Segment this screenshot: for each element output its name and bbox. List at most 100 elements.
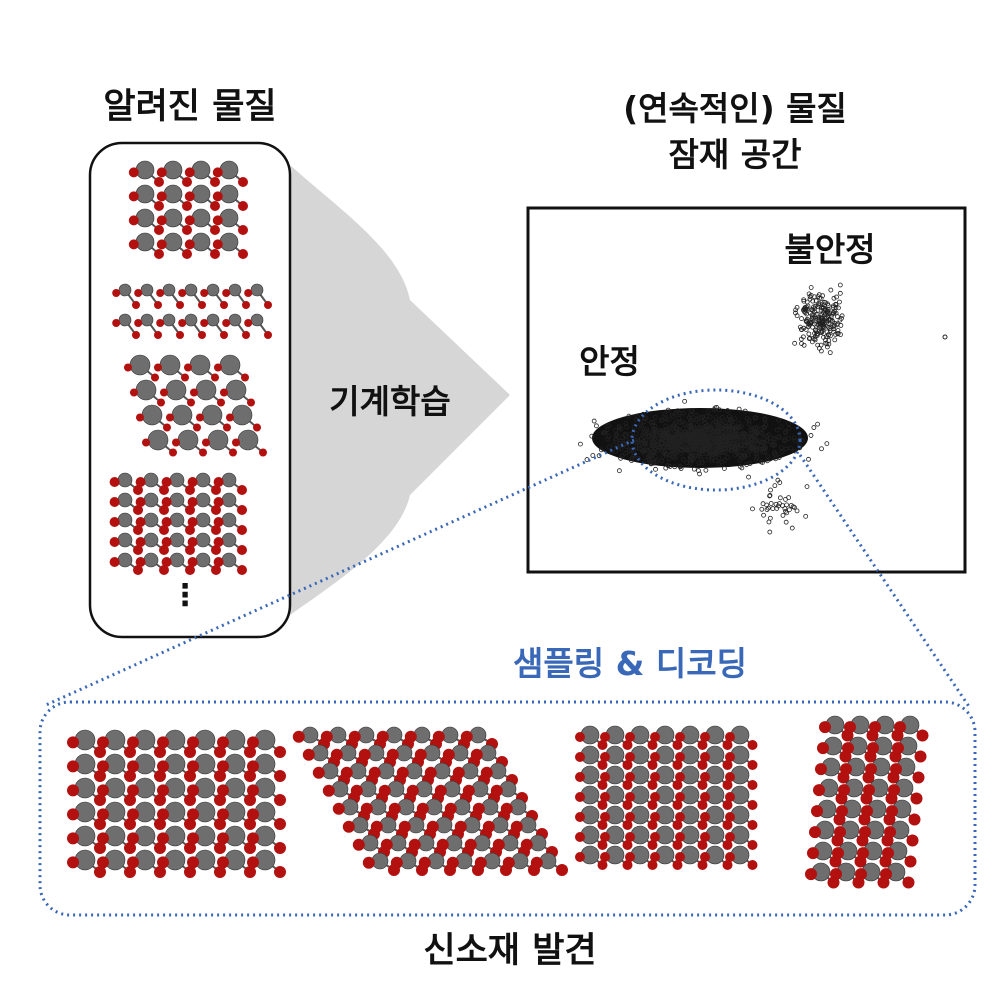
oxygen-atom [600,792,610,802]
latent-point [792,448,798,454]
oxygen-atom [600,852,610,862]
oxygen-atom [127,832,139,845]
oxygen-atom [647,760,658,770]
metal-atom [219,160,239,180]
latent-point [638,426,643,432]
latent-point [701,434,707,440]
latent-point [762,449,767,455]
latent-point [807,319,813,325]
metal-atom [118,283,132,297]
metal-atom [135,379,157,401]
metal-atom [117,532,133,548]
latent-point [772,483,778,489]
latent-point [624,444,629,450]
latent-point [665,417,671,423]
latent-point [806,331,812,337]
latent-point [725,408,730,413]
oxygen-atom [697,860,708,870]
oxygen-atom [135,517,146,527]
oxygen-atom [124,770,136,782]
latent-point [772,442,778,448]
latent-point [591,418,597,424]
latent-point [633,431,639,436]
latent-point [760,439,766,445]
oxygen-atom [176,301,184,309]
latent-point [827,350,833,356]
latent-point [794,508,800,514]
latent-point [613,448,618,454]
latent-point [806,336,812,342]
latent-point [816,316,822,322]
latent-point [788,445,794,451]
latent-point [708,458,714,464]
oxygen-atom [237,565,247,575]
metal-atom [195,472,211,488]
oxygen-atom [97,832,109,845]
latent-point [643,415,649,421]
oxygen-atom [97,760,109,773]
oxygen-atom [159,505,169,515]
latent-point [729,447,734,453]
latent-point [691,466,697,472]
oxygen-atom [142,438,150,447]
oxygen-atom [247,398,255,407]
oxygen-atom [600,752,610,762]
oxygen-atom [244,818,256,830]
latent-point [749,444,755,450]
metal-atom [129,354,151,376]
oxygen-atom [253,423,261,432]
latent-point [759,506,765,512]
latent-point [816,292,822,298]
oxygen-atom [625,732,635,742]
latent-point [691,429,697,435]
oxygen-atom [330,748,343,761]
oxygen-atom [840,763,852,776]
latent-point [713,458,719,464]
latent-point [722,446,727,452]
oxygen-atom [500,802,513,815]
latent-point [738,424,744,430]
metal-atom [147,429,169,451]
latent-point [721,466,727,471]
metal-atom [191,208,211,228]
latent-point [681,433,687,439]
latent-point [693,417,699,423]
latent-point [816,345,822,351]
latent-point [713,448,719,454]
oxygen-atom [452,766,465,779]
oxygen-atom [187,760,199,773]
latent-point [746,474,751,480]
latent-point [828,287,834,293]
oxygen-atom [220,388,228,397]
latent-point [765,453,771,459]
oxygen-atom [154,770,166,782]
latent-point [835,328,841,333]
oxygen-atom [725,792,735,802]
oxygen-atom [182,225,192,235]
latent-point [629,456,635,461]
oxygen-atom [809,826,821,839]
oxygen-atom [426,820,439,833]
oxygen-atom [725,772,735,782]
oxygen-atom [358,748,371,761]
latent-point [819,446,824,452]
oxygen-atom [130,388,138,397]
oxygen-atom [161,537,172,547]
oxygen-atom [112,289,121,297]
metal-atom [162,283,176,297]
oxygen-atom [520,838,533,851]
latent-point [705,408,711,414]
latent-point [824,341,830,347]
latent-point [679,419,685,425]
latent-point [789,525,795,531]
latent-point [616,425,622,431]
latent-point [815,421,821,427]
latent-point [834,294,839,300]
latent-point [670,414,676,420]
oxygen-atom [396,766,409,779]
oxygen-atom [94,794,106,806]
oxygen-atom [247,808,259,821]
oxygen-atom [725,752,735,762]
oxygen-atom [182,249,192,259]
oxygen-atom [184,167,195,178]
